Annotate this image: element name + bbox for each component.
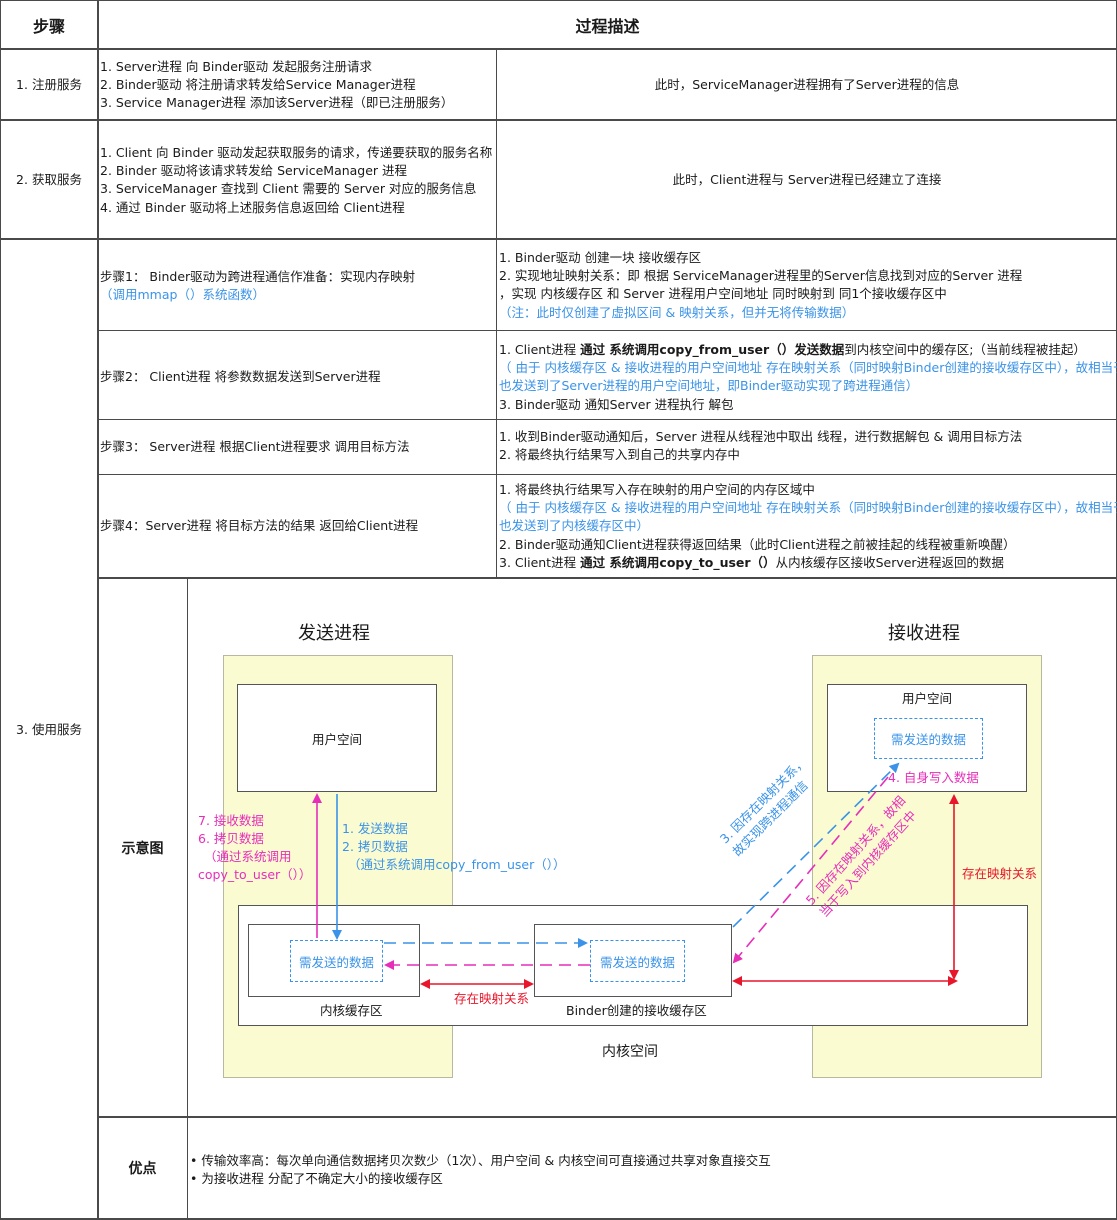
kernel-space-label: 内核空间	[602, 1044, 658, 1060]
step4-detail-2: （ 由于 内核缓存区 & 接收进程的用户空间地址 存在映射关系（同时映射Bind…	[499, 500, 1117, 516]
row-divider	[0, 238, 1117, 240]
step3-detail-1: 1. 收到Binder驱动通知后，Server 进程从线程池中取出 线程，进行数…	[499, 429, 1023, 444]
send-label-3: （通过系统调用copy_from_user（））	[348, 857, 566, 872]
sender-user-space: 用户空间	[237, 684, 437, 792]
step1-detail-1: 1. Binder驱动 创建一块 接收缓存区	[499, 250, 702, 265]
row-divider	[0, 48, 1117, 50]
step-divider	[97, 330, 1117, 331]
step2-detail-2: （ 由于 内核缓存区 & 接收进程的用户空间地址 存在映射关系（同时映射Bind…	[499, 360, 1117, 376]
step2-detail-4: 3. Binder驱动 通知Server 进程执行 解包	[499, 396, 734, 412]
get-step-1: 1. Client 向 Binder 驱动发起获取服务的请求，传递要获取的服务名…	[100, 145, 493, 160]
mapping-label-2: 存在映射关系	[962, 866, 1038, 881]
diagram-label: 示意图	[121, 841, 164, 857]
column-divider	[97, 0, 99, 1220]
step1-detail-3: ，实现 内核缓存区 和 Server 进程用户空间地址 同时映射到 同1个接收缓…	[499, 286, 947, 302]
receive-label-4: copy_to_user（））	[198, 867, 312, 882]
register-step-2: 2. Binder驱动 将注册请求转发给Service Manager进程	[100, 77, 416, 93]
step1-details: 1. Binder驱动 创建一块 接收缓存区 2. 实现地址映射关系：即 根据 …	[499, 249, 1022, 322]
step4-detail-5c: 从内核缓存区接收Server进程返回的数据	[775, 554, 1005, 570]
step-divider	[97, 577, 1117, 579]
get-steps: 1. Client 向 Binder 驱动发起获取服务的请求，传递要获取的服务名…	[100, 144, 492, 217]
get-step-3: 3. ServiceManager 查找到 Client 需要的 Server …	[100, 181, 477, 197]
table-border-left	[0, 0, 1, 1220]
diagram-divider	[187, 577, 188, 1220]
register-step-1: 1. Server进程 向 Binder驱动 发起服务注册请求	[100, 59, 373, 74]
step4-details: 1. 将最终执行结果写入存在映射的用户空间的内存区域中 （ 由于 内核缓存区 &…	[499, 481, 1117, 572]
get-step-2: 2. Binder 驱动将该请求转发给 ServiceManager 进程	[100, 163, 408, 179]
step2-details: 1. Client进程 通过 系统调用copy_from_user（）发送数据到…	[499, 341, 1117, 414]
receive-label-3: （通过系统调用	[204, 849, 292, 864]
receiver-title: 接收进程	[888, 623, 960, 644]
send-label-1: 1. 发送数据	[342, 821, 408, 836]
step3-title: 步骤3： Server进程 根据Client进程要求 调用目标方法	[100, 439, 410, 454]
advantages-divider	[97, 1116, 1117, 1118]
binder-buffer	[534, 924, 732, 997]
step4-detail-5: 3. Client进程 通过 系统调用copy_to_user（）从内核缓存区接…	[499, 554, 1117, 572]
header-process: 过程描述	[575, 16, 640, 36]
header-step: 步骤	[32, 16, 65, 36]
sender-title: 发送进程	[298, 623, 370, 644]
advantage-2: • 为接收进程 分配了不确定大小的接收缓存区	[190, 1171, 443, 1187]
row-use-label: 3. 使用服务	[16, 721, 82, 737]
step3-details: 1. 收到Binder驱动通知后，Server 进程从线程池中取出 线程，进行数…	[499, 428, 1022, 464]
step2-detail-1c: 到内核空间中的缓存区;（当前线程被挂起）	[844, 342, 1086, 357]
advantage-1: • 传输效率高：每次单向通信数据拷贝次数少（1次）、用户空间 & 内核空间可直接…	[190, 1153, 771, 1168]
step3-detail-2: 2. 将最终执行结果写入到自己的共享内存中	[499, 447, 740, 463]
inner-column-divider	[496, 50, 497, 577]
step-divider	[97, 474, 1117, 475]
register-steps: 1. Server进程 向 Binder驱动 发起服务注册请求 2. Binde…	[100, 58, 453, 113]
step4-detail-1: 1. 将最终执行结果写入存在映射的用户空间的内存区域中	[499, 482, 815, 497]
row-divider	[0, 119, 1117, 121]
table-border-bottom	[0, 1218, 1117, 1220]
binder-buffer-label: Binder创建的接收缓存区	[566, 1003, 707, 1018]
register-step-3: 3. Service Manager进程 添加该Server进程（即已注册服务）	[100, 95, 454, 111]
step2-detail-1b: 通过 系统调用copy_from_user（）发送数据	[580, 342, 845, 357]
step1-note: （调用mmap（）系统函数）	[100, 287, 265, 303]
binder-data-box: 需发送的数据	[590, 940, 685, 982]
blue-diagonal-arrow	[732, 762, 900, 928]
send-label-2: 2. 拷贝数据	[342, 839, 408, 854]
receive-label: 7. 接收数据 6. 拷贝数据 （通过系统调用 copy_to_user（））	[198, 812, 311, 884]
receive-label-1: 7. 接收数据	[198, 813, 264, 828]
diagram-arrows	[312, 762, 959, 989]
step1-detail-2: 2. 实现地址映射关系：即 根据 ServiceManager进程里的Serve…	[499, 268, 1023, 284]
get-result: 此时，Client进程与 Server进程已经建立了连接	[672, 171, 942, 187]
table-border-top	[0, 0, 1117, 1]
register-result: 此时，ServiceManager进程拥有了Server进程的信息	[654, 76, 960, 92]
step2-detail-1: 1. Client进程 通过 系统调用copy_from_user（）发送数据到…	[499, 341, 1117, 359]
row-get-label: 2. 获取服务	[16, 171, 82, 187]
receiver-data-box: 需发送的数据	[874, 718, 983, 759]
row-register-label: 1. 注册服务	[16, 76, 82, 92]
receive-label-2: 6. 拷贝数据	[198, 831, 264, 846]
send-label: 1. 发送数据 2. 拷贝数据 （通过系统调用copy_from_user（））	[342, 820, 565, 874]
step4-detail-5b: 通过 系统调用copy_to_user（）	[580, 554, 776, 570]
step2-detail-3: 也发送到了Server进程的用户空间地址，即Binder驱动实现了跨进程通信）	[499, 378, 919, 394]
step4-title: 步骤4：Server进程 将目标方法的结果 返回给Client进程	[100, 518, 419, 533]
step4-detail-5a: 3. Client进程	[499, 554, 581, 570]
mapping-label-1: 存在映射关系	[454, 991, 530, 1006]
step1-title: 步骤1： Binder驱动为跨进程通信作准备：实现内存映射	[100, 269, 416, 284]
kernel-data-box: 需发送的数据	[290, 940, 383, 982]
step1-title-block: 步骤1： Binder驱动为跨进程通信作准备：实现内存映射 （调用mmap（）系…	[100, 268, 415, 304]
step4-detail-4: 2. Binder驱动通知Client进程获得返回结果（此时Client进程之前…	[499, 536, 1016, 552]
step4-detail-3: 也发送到了内核缓存区中）	[499, 518, 650, 534]
binder-diagram: 发送进程 接收进程 用户空间 用户空间 需发送的数据 内核空间 内核缓存区 需发…	[188, 579, 1116, 1116]
magenta-diagonal-arrow	[732, 776, 889, 964]
advantages-label: 优点	[128, 1161, 157, 1177]
step1-detail-4: （注：此时仅创建了虚拟区间 & 映射关系，但并无将传输数据）	[499, 304, 855, 320]
step4-label: 4. 自身写入数据	[888, 770, 979, 785]
step-divider	[97, 419, 1117, 420]
get-step-4: 4. 通过 Binder 驱动将上述服务信息返回给 Client进程	[100, 199, 405, 215]
step2-detail-1a: 1. Client进程	[499, 342, 581, 357]
step2-title: 步骤2： Client进程 将参数数据发送到Server进程	[100, 369, 381, 384]
kernel-buffer-label: 内核缓存区	[320, 1003, 383, 1018]
receiver-user-space-label: 用户空间	[901, 691, 952, 706]
advantages-list: • 传输效率高：每次单向通信数据拷贝次数少（1次）、用户空间 & 内核空间可直接…	[190, 1152, 771, 1188]
